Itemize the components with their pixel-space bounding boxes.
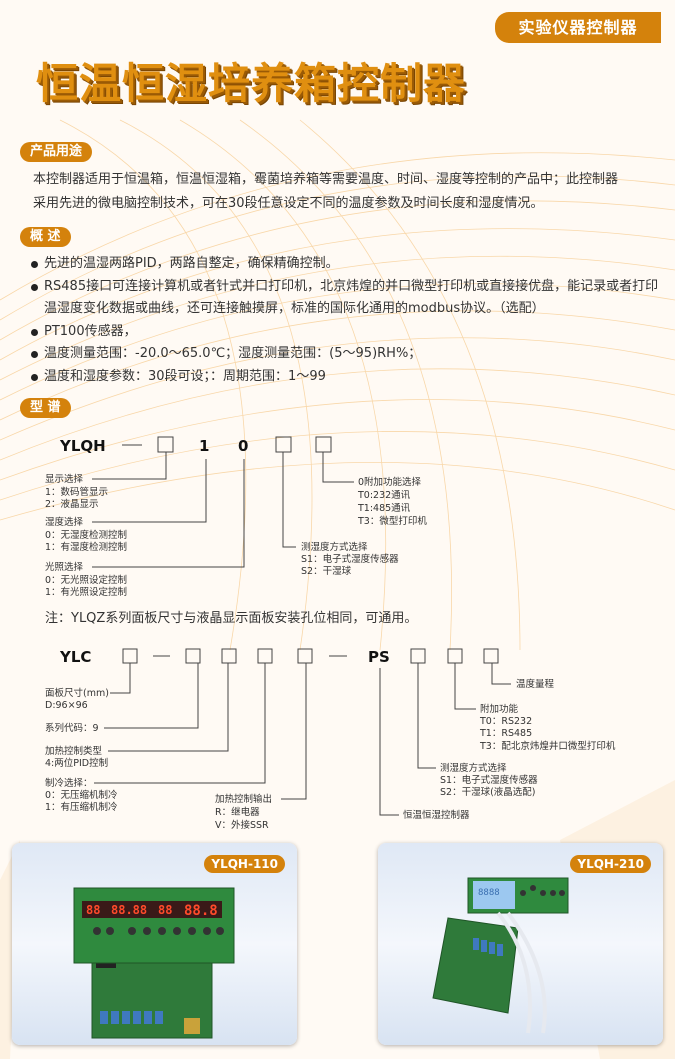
- code-box: [257, 648, 273, 664]
- label: 加热控制类型: [45, 745, 103, 757]
- feature-item: 温度和湿度参数：30段可设；：周期范围：1～99: [30, 366, 660, 389]
- product-photo-ylqh-210: 8888 YLQH-210: [378, 843, 663, 1045]
- ylqh-digit: 1: [199, 437, 209, 455]
- usage-line: 本控制器适用于恒温箱，恒温恒湿箱，霉菌培养箱等需要温度、时间、湿度等控制的产品中…: [33, 172, 619, 187]
- product-photo-ylqh-110: 88 88.88 88 88.8 YLQH-110: [12, 843, 297, 1045]
- led-digits: 88.8: [184, 903, 218, 919]
- ylqh-digit: 0: [238, 437, 248, 455]
- compatibility-note: 注：YLQZ系列面板尺寸与液晶显示面板安装孔位相同，可通用。: [45, 611, 418, 626]
- ylc-ps: PS: [368, 648, 390, 666]
- label: T3：微型打印机: [357, 515, 427, 527]
- led-digits: 88.88: [111, 903, 147, 917]
- label: T1:485通讯: [357, 503, 411, 514]
- product-label: YLQH-210: [570, 855, 651, 873]
- led-digits: 88: [86, 903, 100, 917]
- feature-item: RS485接口可连接计算机或者针式并口打印机，北京炜煌的并口微型打印机或直接接优…: [30, 276, 660, 321]
- label: 测湿度方式选择: [440, 762, 507, 774]
- label: 0：无压缩机制冷: [45, 789, 118, 801]
- label: 面板尺寸(mm): [45, 687, 109, 699]
- code-box: [297, 648, 313, 664]
- feature-item: PT100传感器，: [30, 321, 660, 344]
- code-box: [157, 436, 174, 453]
- code-box: [122, 648, 138, 664]
- label: S2：干湿球: [301, 565, 352, 577]
- label: 测湿度方式选择: [301, 541, 368, 553]
- section-heading-overview: 概 述: [20, 227, 71, 247]
- label: 系列代码：9: [45, 722, 99, 734]
- label: T0:232通讯: [357, 490, 411, 501]
- pcb-illustration: 88 88.88 88 88.8: [73, 887, 235, 1039]
- label: 1：数码管显示: [45, 486, 108, 498]
- label: 显示选择: [45, 473, 84, 485]
- code-box: [483, 648, 499, 664]
- label: D:96×96: [45, 700, 88, 711]
- label: 湿度选择: [45, 516, 84, 528]
- label: T1：RS485: [479, 728, 532, 739]
- label: 恒温恒湿控制器: [403, 809, 470, 821]
- feature-list: 先进的温湿两路PID，两路自整定，确保精确控制。 RS485接口可连接计算机或者…: [30, 253, 660, 388]
- code-box: [410, 648, 426, 664]
- label: 加热控制输出: [215, 793, 272, 805]
- led-digits: 88: [158, 903, 172, 917]
- label: 1：有压缩机制冷: [45, 801, 118, 813]
- usage-line: 采用先进的微电脑控制技术，可在30段任意设定不同的温度参数及时间长度和湿度情况。: [33, 196, 544, 211]
- label: 0附加功能选择: [358, 476, 422, 488]
- label: T3：配北京炜煌井口微型打印机: [479, 740, 616, 752]
- label: 温度量程: [516, 678, 555, 690]
- label: 1：有光照设定控制: [45, 586, 127, 598]
- lcd-digits: 8888: [478, 888, 500, 898]
- feature-item: 温度测量范围：-20.0～65.0℃；湿度测量范围：(5～95)RH%；: [30, 343, 660, 366]
- ylqh-diagram: YLQH 1 0 显示选择 1：数码管显示 2：液晶显示 湿度选择 0：无湿度检…: [45, 436, 427, 598]
- code-box: [275, 436, 292, 453]
- category-badge: 实验仪器控制器: [495, 12, 661, 43]
- label: 4:两位PID控制: [45, 757, 108, 769]
- section-heading-usage: 产品用途: [20, 142, 93, 162]
- code-box: [447, 648, 463, 664]
- ylqh-prefix: YLQH: [59, 437, 106, 455]
- label: 2：液晶显示: [45, 498, 99, 510]
- ylc-diagram: YLC PS 面板尺寸(mm) D:96×96 系列代码：9 加热控制类型 4:…: [45, 648, 616, 831]
- label: 光照选择: [45, 561, 84, 573]
- label: 附加功能: [480, 703, 519, 715]
- label: S1：电子式湿度传感器: [301, 553, 399, 565]
- label: 制冷选择：: [45, 777, 93, 789]
- code-box: [315, 436, 332, 453]
- label: S1：电子式湿度传感器: [440, 774, 538, 786]
- label: V：外接SSR: [215, 819, 269, 831]
- usage-text: 本控制器适用于恒温箱，恒温恒湿箱，霉菌培养箱等需要温度、时间、湿度等控制的产品中…: [33, 168, 663, 216]
- label: 0：无光照设定控制: [45, 574, 127, 586]
- model-code-diagrams: YLQH 1 0 显示选择 1：数码管显示 2：液晶显示 湿度选择 0：无湿度检…: [45, 436, 616, 831]
- pcb-illustration: 8888: [432, 877, 569, 1034]
- label: T0：RS232: [479, 716, 532, 727]
- ylc-prefix: YLC: [59, 648, 91, 666]
- label: 1：有湿度检测控制: [45, 541, 127, 553]
- feature-item: 先进的温湿两路PID，两路自整定，确保精确控制。: [30, 253, 660, 276]
- code-box: [221, 648, 237, 664]
- code-box: [185, 648, 201, 664]
- label: S2：干湿球(液晶选配): [440, 786, 536, 798]
- label: R：继电器: [215, 806, 260, 818]
- section-heading-model: 型 谱: [20, 398, 71, 418]
- page-title: 恒温恒湿培养箱控制器: [36, 59, 467, 108]
- label: 0：无湿度检测控制: [45, 529, 127, 541]
- product-label: YLQH-110: [204, 855, 285, 873]
